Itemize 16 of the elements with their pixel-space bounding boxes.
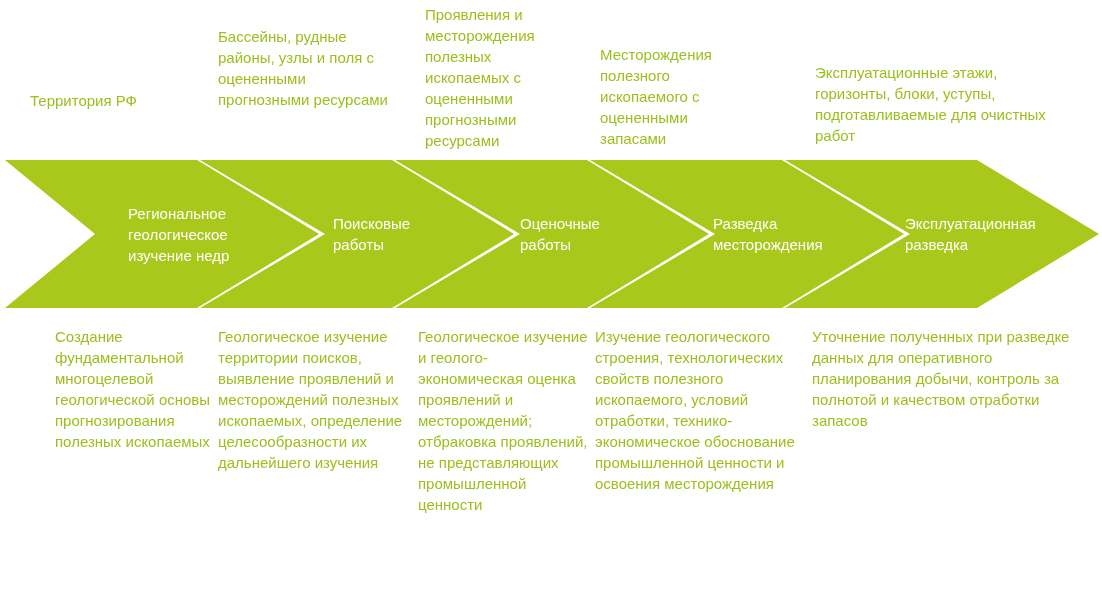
task-description: Геологическое изучение и геолого-экономическая оценка проявлений и месторождений; отбраковка проявлений, не представляющих промышленной ценности xyxy=(418,327,588,515)
task-description: Изучение геологического строения, технологических свойств полезного ископаемого, условий отработки, технико-экономическое обоснование промышленной ценности и освоения месторождения xyxy=(595,327,795,494)
stage-label: Эксплуатационная разведка xyxy=(905,214,1037,255)
stage-label: Региональное геологическое изучение недр xyxy=(128,203,231,266)
task-description: Уточнение полученных при разведке данных для оперативного планирования добычи, контроль за полнотой и качеством отработки запасов xyxy=(812,327,1071,431)
object-description: Эксплуатационные этажи, горизонты, блоки, уступы, подготавливаемые для очистных работ xyxy=(815,63,1047,146)
task-description: Геологическое изучение территории поисков, выявление проявлений и месторождений полезных ископаемых, определение целесообразности их дальнейшего изучения xyxy=(218,327,403,473)
task-description: Создание фундаментальной многоцелевой геологической основы прогнозирования полезных ископаемых xyxy=(55,327,212,452)
stage-label: Поисковые работы xyxy=(333,214,412,255)
stage-label: Оценочные работы xyxy=(520,214,601,255)
chevron-shape xyxy=(5,160,319,308)
object-description: Проявления и месторождения полезных ископаемых с оцененными прогнозными ресурсами xyxy=(425,5,536,151)
object-description: Территория РФ xyxy=(30,91,139,111)
object-description: Месторождения полезного ископаемого с оцененными запасами xyxy=(600,45,713,149)
object-description: Бассейны, рудные районы, узлы и поля с оцененными прогнозными ресурсами xyxy=(218,27,389,110)
stage-label: Разведка месторождения xyxy=(713,214,824,255)
